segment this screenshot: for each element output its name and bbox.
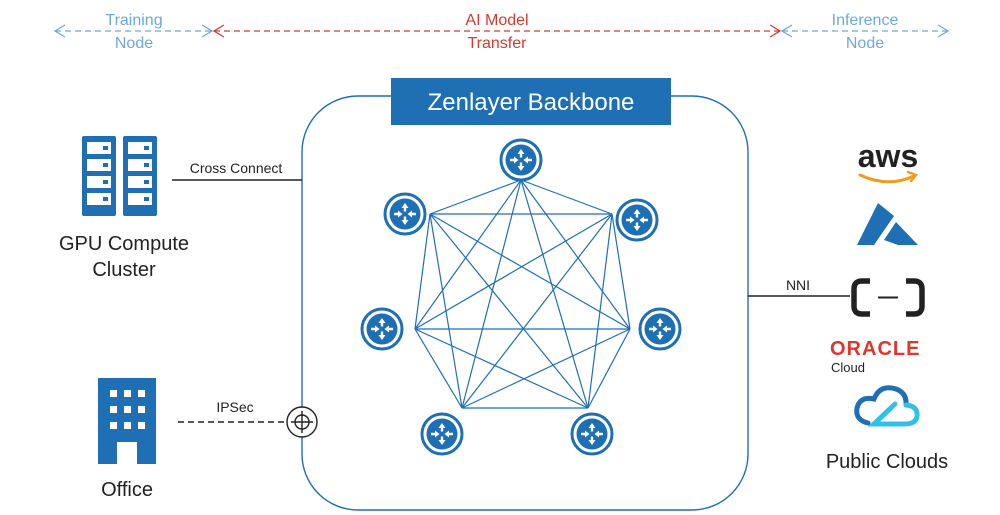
training-node-label-2: Node (115, 35, 153, 52)
inference-node-label-2: Node (846, 35, 884, 52)
server-rack-icon (82, 136, 157, 216)
alibaba-cloud-logo-icon (851, 278, 925, 317)
router-icon-upper-right (615, 198, 659, 242)
public-clouds-label: Public Clouds (826, 451, 948, 473)
office-building-icon (98, 378, 156, 464)
tencent-cloud-logo-icon (854, 385, 920, 427)
aws-smile-arrow-icon (906, 170, 919, 183)
backbone-title: Zenlayer Backbone (428, 89, 635, 116)
cross-connect-label: Cross Connect (190, 160, 283, 176)
router-icon-bottom-left (420, 412, 464, 456)
azure-logo-icon (857, 203, 918, 245)
ipsec-label: IPSec (216, 399, 253, 415)
router-icon-bottom-right (570, 412, 614, 456)
nni-label: NNI (786, 277, 810, 293)
office-label: Office (101, 479, 153, 501)
backbone-title-box (391, 78, 671, 125)
ai-model-label-1: AI Model (465, 12, 528, 29)
aws-smile-icon (858, 173, 916, 184)
router-mesh (414, 179, 631, 409)
vpn-gateway-icon (286, 406, 318, 438)
gpu-cluster-label-2: Cluster (92, 259, 156, 281)
oracle-logo-text: ORACLE (830, 338, 920, 360)
router-icon-top (499, 138, 543, 182)
inference-node-label-1: Inference (832, 12, 899, 29)
aws-logo-text: aws (858, 138, 918, 174)
ai-model-label-2: Transfer (468, 35, 528, 52)
router-icon-upper-left (383, 192, 427, 236)
training-node-label-1: Training (105, 12, 162, 29)
oracle-cloud-label: Cloud (831, 360, 865, 375)
router-icon-mid-right (638, 307, 682, 351)
gpu-cluster-label-1: GPU Compute (59, 233, 189, 255)
router-icon-mid-left (360, 307, 404, 351)
